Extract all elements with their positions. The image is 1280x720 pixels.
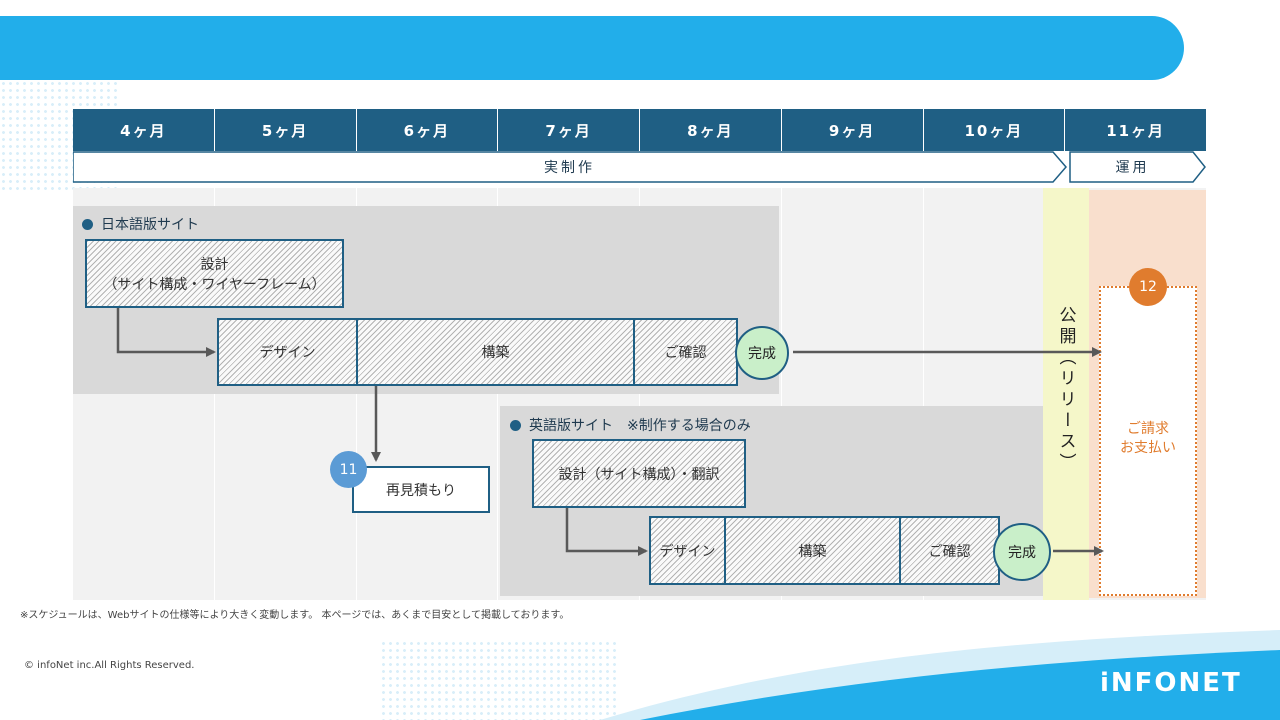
jp-design-task: デザイン xyxy=(217,318,358,386)
jp-design-spec-task: 設計 （サイト構成・ワイヤーフレーム） xyxy=(85,239,344,308)
jp-build-task: 構築 xyxy=(356,318,635,386)
month-header: 4ヶ月 5ヶ月 6ヶ月 7ヶ月 8ヶ月 9ヶ月 10ヶ月 11ヶ月 xyxy=(73,109,1206,151)
phase-production: 実制作 xyxy=(544,160,595,176)
phase-operation: 運用 xyxy=(1115,160,1150,176)
en-design-spec-task: 設計（サイト構成）・翻訳 xyxy=(532,439,746,508)
month-7: 7ヶ月 xyxy=(498,109,640,151)
schedule-note: ※スケジュールは、Webサイトの仕様等により大きく変動します。 本ページでは、あ… xyxy=(20,610,570,621)
company-logo: iNFONET xyxy=(1100,668,1242,698)
release-column xyxy=(1043,188,1089,600)
re-estimate-box: 再見積もり xyxy=(352,466,490,513)
payment-label: ご請求 お支払い xyxy=(1120,421,1176,456)
en-design-task: デザイン xyxy=(649,516,726,585)
english-site-title: 英語版サイト ※制作する場合のみ xyxy=(510,415,751,435)
dot-pattern-bottom xyxy=(380,640,620,720)
payment-badge: 12 xyxy=(1129,268,1167,306)
jp-confirm-task: ご確認 xyxy=(633,318,738,386)
month-5: 5ヶ月 xyxy=(215,109,357,151)
month-6: 6ヶ月 xyxy=(357,109,499,151)
month-11: 11ヶ月 xyxy=(1106,121,1166,140)
en-build-task: 構築 xyxy=(724,516,901,585)
japanese-site-title: 日本語版サイト xyxy=(82,214,199,234)
bullet-icon xyxy=(510,419,521,431)
month-4: 4ヶ月 xyxy=(73,109,215,151)
top-banner xyxy=(0,16,1184,80)
phase-arrows xyxy=(73,151,1206,183)
bullet-icon xyxy=(82,218,93,230)
month-10: 10ヶ月 xyxy=(924,109,1066,151)
en-complete-milestone: 完成 xyxy=(993,523,1051,581)
release-label: 公開（リリース） xyxy=(1055,306,1076,474)
copyright: © infoNet inc.All Rights Reserved. xyxy=(24,660,195,671)
month-9: 9ヶ月 xyxy=(782,109,924,151)
re-estimate-badge: 11 xyxy=(330,451,367,488)
payment-box xyxy=(1099,286,1197,596)
month-8: 8ヶ月 xyxy=(640,109,782,151)
jp-complete-milestone: 完成 xyxy=(735,326,789,380)
